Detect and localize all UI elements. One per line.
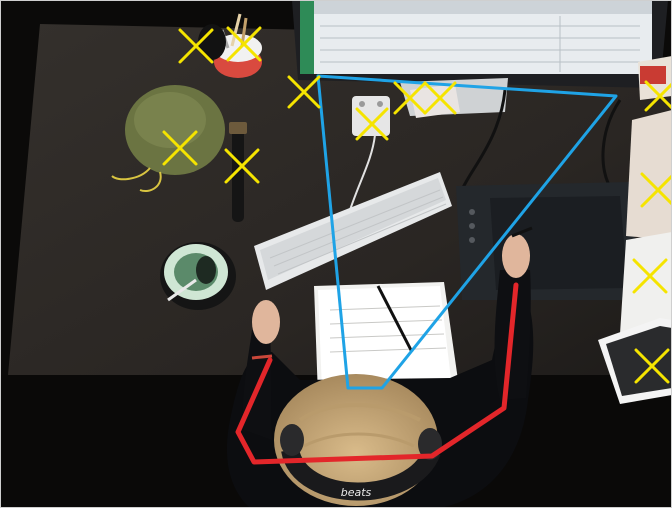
person-right-hand: [502, 234, 530, 278]
x-marker: [224, 148, 260, 184]
cable: [349, 134, 376, 211]
x-marker: [287, 75, 321, 109]
x-marker: [178, 28, 214, 64]
monitor-screen-lines: [320, 16, 640, 72]
dark-object: [198, 24, 226, 60]
usb-hub: [352, 96, 390, 136]
tablet-cable: [460, 89, 507, 191]
keyboard: [254, 172, 452, 290]
x-marker: [423, 81, 457, 115]
mesh-bag: [111, 85, 225, 192]
x-marker: [640, 172, 672, 208]
x-marker: [355, 107, 389, 141]
reach-zone-polygon: [316, 74, 618, 390]
x-marker: [393, 81, 427, 115]
arm-reach-line: [235, 282, 519, 465]
monitor: [292, 0, 668, 88]
paper-stack: [314, 282, 460, 396]
x-marker: [644, 80, 672, 112]
person-left-hand: [252, 300, 280, 344]
pencil-cup: [214, 13, 262, 78]
headphones-left-cup: [280, 424, 304, 456]
person: beats: [226, 226, 534, 508]
monitor-screen-toolbar: [300, 0, 652, 14]
graphics-tablet: [456, 182, 640, 300]
headphones-brand-label: beats: [341, 486, 372, 499]
x-marker: [226, 26, 262, 62]
annotation-layer: [162, 26, 672, 465]
headphones-band: [281, 447, 441, 501]
right-side-papers: [620, 56, 672, 334]
x-marker: [634, 348, 670, 384]
tea-mug: [160, 242, 236, 310]
ipad: [598, 318, 672, 404]
monitor-green-edge: [300, 0, 314, 74]
x-marker: [632, 258, 668, 294]
x-marker: [162, 130, 198, 166]
